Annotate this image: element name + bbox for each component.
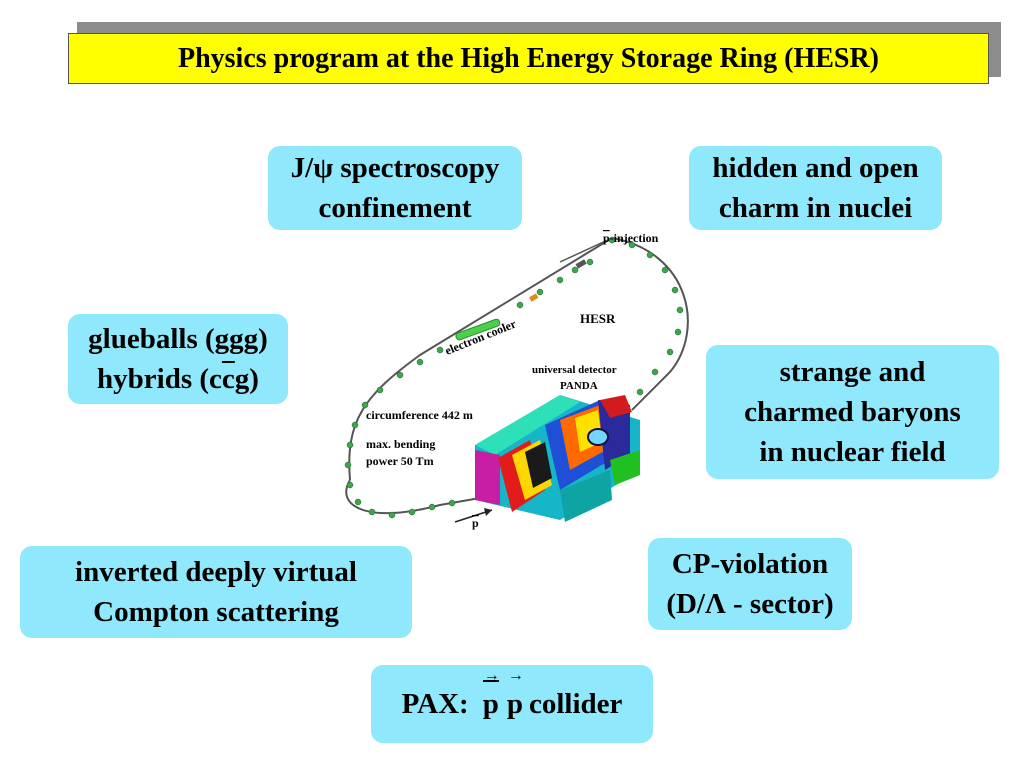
bubble-pax: PAX: →p →p collider <box>371 665 653 743</box>
pax-p: p <box>506 688 523 720</box>
bending-label-2: power 50 Tm <box>366 454 434 468</box>
overline-bar <box>482 680 499 682</box>
pax-pbar: p <box>482 688 499 720</box>
pax-suffix: collider <box>528 688 623 720</box>
ring-element <box>575 259 587 269</box>
injection-line <box>559 237 613 263</box>
electron-cooler-label: electron cooler <box>443 316 519 357</box>
pax-p-vec: →p <box>506 668 524 724</box>
hybrids-cbar: c <box>221 363 235 395</box>
electron-cooler <box>455 318 501 341</box>
hybrids-post: g) <box>234 363 259 395</box>
bubble-glueballs-line1: glueballs (ggg) <box>88 323 268 355</box>
bubble-charm-nuclei: hidden and open charm in nuclei <box>689 146 942 230</box>
bubble-jpsi-spectroscopy: J/ψ spectroscopy confinement <box>268 146 522 230</box>
ring-magnets <box>344 236 684 519</box>
vec-arrow-icon: → <box>507 667 524 684</box>
circumference-label: circumference 442 m <box>366 408 473 422</box>
injection-text: -injection <box>610 231 659 245</box>
pax-prefix: PAX: <box>401 688 469 720</box>
bubble-glueballs-line2: hybrids (ccg) <box>97 359 259 399</box>
bubble-charm-line1: hidden and open <box>712 152 919 184</box>
bubble-baryons: strange and charmed baryons in nuclear f… <box>706 345 999 479</box>
bubble-compton-line2: Compton scattering <box>93 596 339 628</box>
panda-detector <box>475 395 640 522</box>
bubble-baryons-line3: in nuclear field <box>759 436 946 468</box>
hesr-label: HESR <box>580 311 616 326</box>
page-title-text: Physics program at the High Energy Stora… <box>177 42 880 74</box>
bubble-compton-line1: inverted deeply virtual <box>75 556 357 588</box>
ring-beamline <box>345 237 689 515</box>
ring-element <box>529 293 539 302</box>
vec-arrow-icon: → <box>483 667 500 684</box>
detector-label-1: universal detector <box>532 364 617 376</box>
pax-pbar-vec: →p <box>482 668 500 724</box>
pbar-arrow-line <box>454 509 493 523</box>
bubble-glueballs: glueballs (ggg) hybrids (ccg) <box>68 314 288 404</box>
detector-label-2: PANDA <box>560 380 598 392</box>
pbar-arrowhead <box>484 508 492 516</box>
bubble-jpsi-line1: J/ψ spectroscopy <box>290 152 500 184</box>
bubble-jpsi-line2: confinement <box>318 192 472 224</box>
bubble-baryons-line2: charmed baryons <box>744 396 961 428</box>
bubble-compton: inverted deeply virtual Compton scatteri… <box>20 546 412 638</box>
bubble-charm-line2: charm in nuclei <box>718 192 913 224</box>
bubble-cp-line1: CP-violation <box>671 548 829 580</box>
injection-label: p-injection <box>603 231 659 245</box>
pbar-label: p <box>472 516 479 530</box>
bubble-cp-line2: (D/Λ - sector) <box>666 588 834 620</box>
bending-label-1: max. bending <box>366 437 435 451</box>
bubble-baryons-line1: strange and <box>779 356 926 388</box>
bubble-cp-violation: CP-violation (D/Λ - sector) <box>648 538 852 630</box>
page-title: Physics program at the High Energy Stora… <box>68 33 989 84</box>
hybrids-pre: hybrids (c <box>97 363 222 395</box>
injection-pbar: p <box>603 231 610 245</box>
